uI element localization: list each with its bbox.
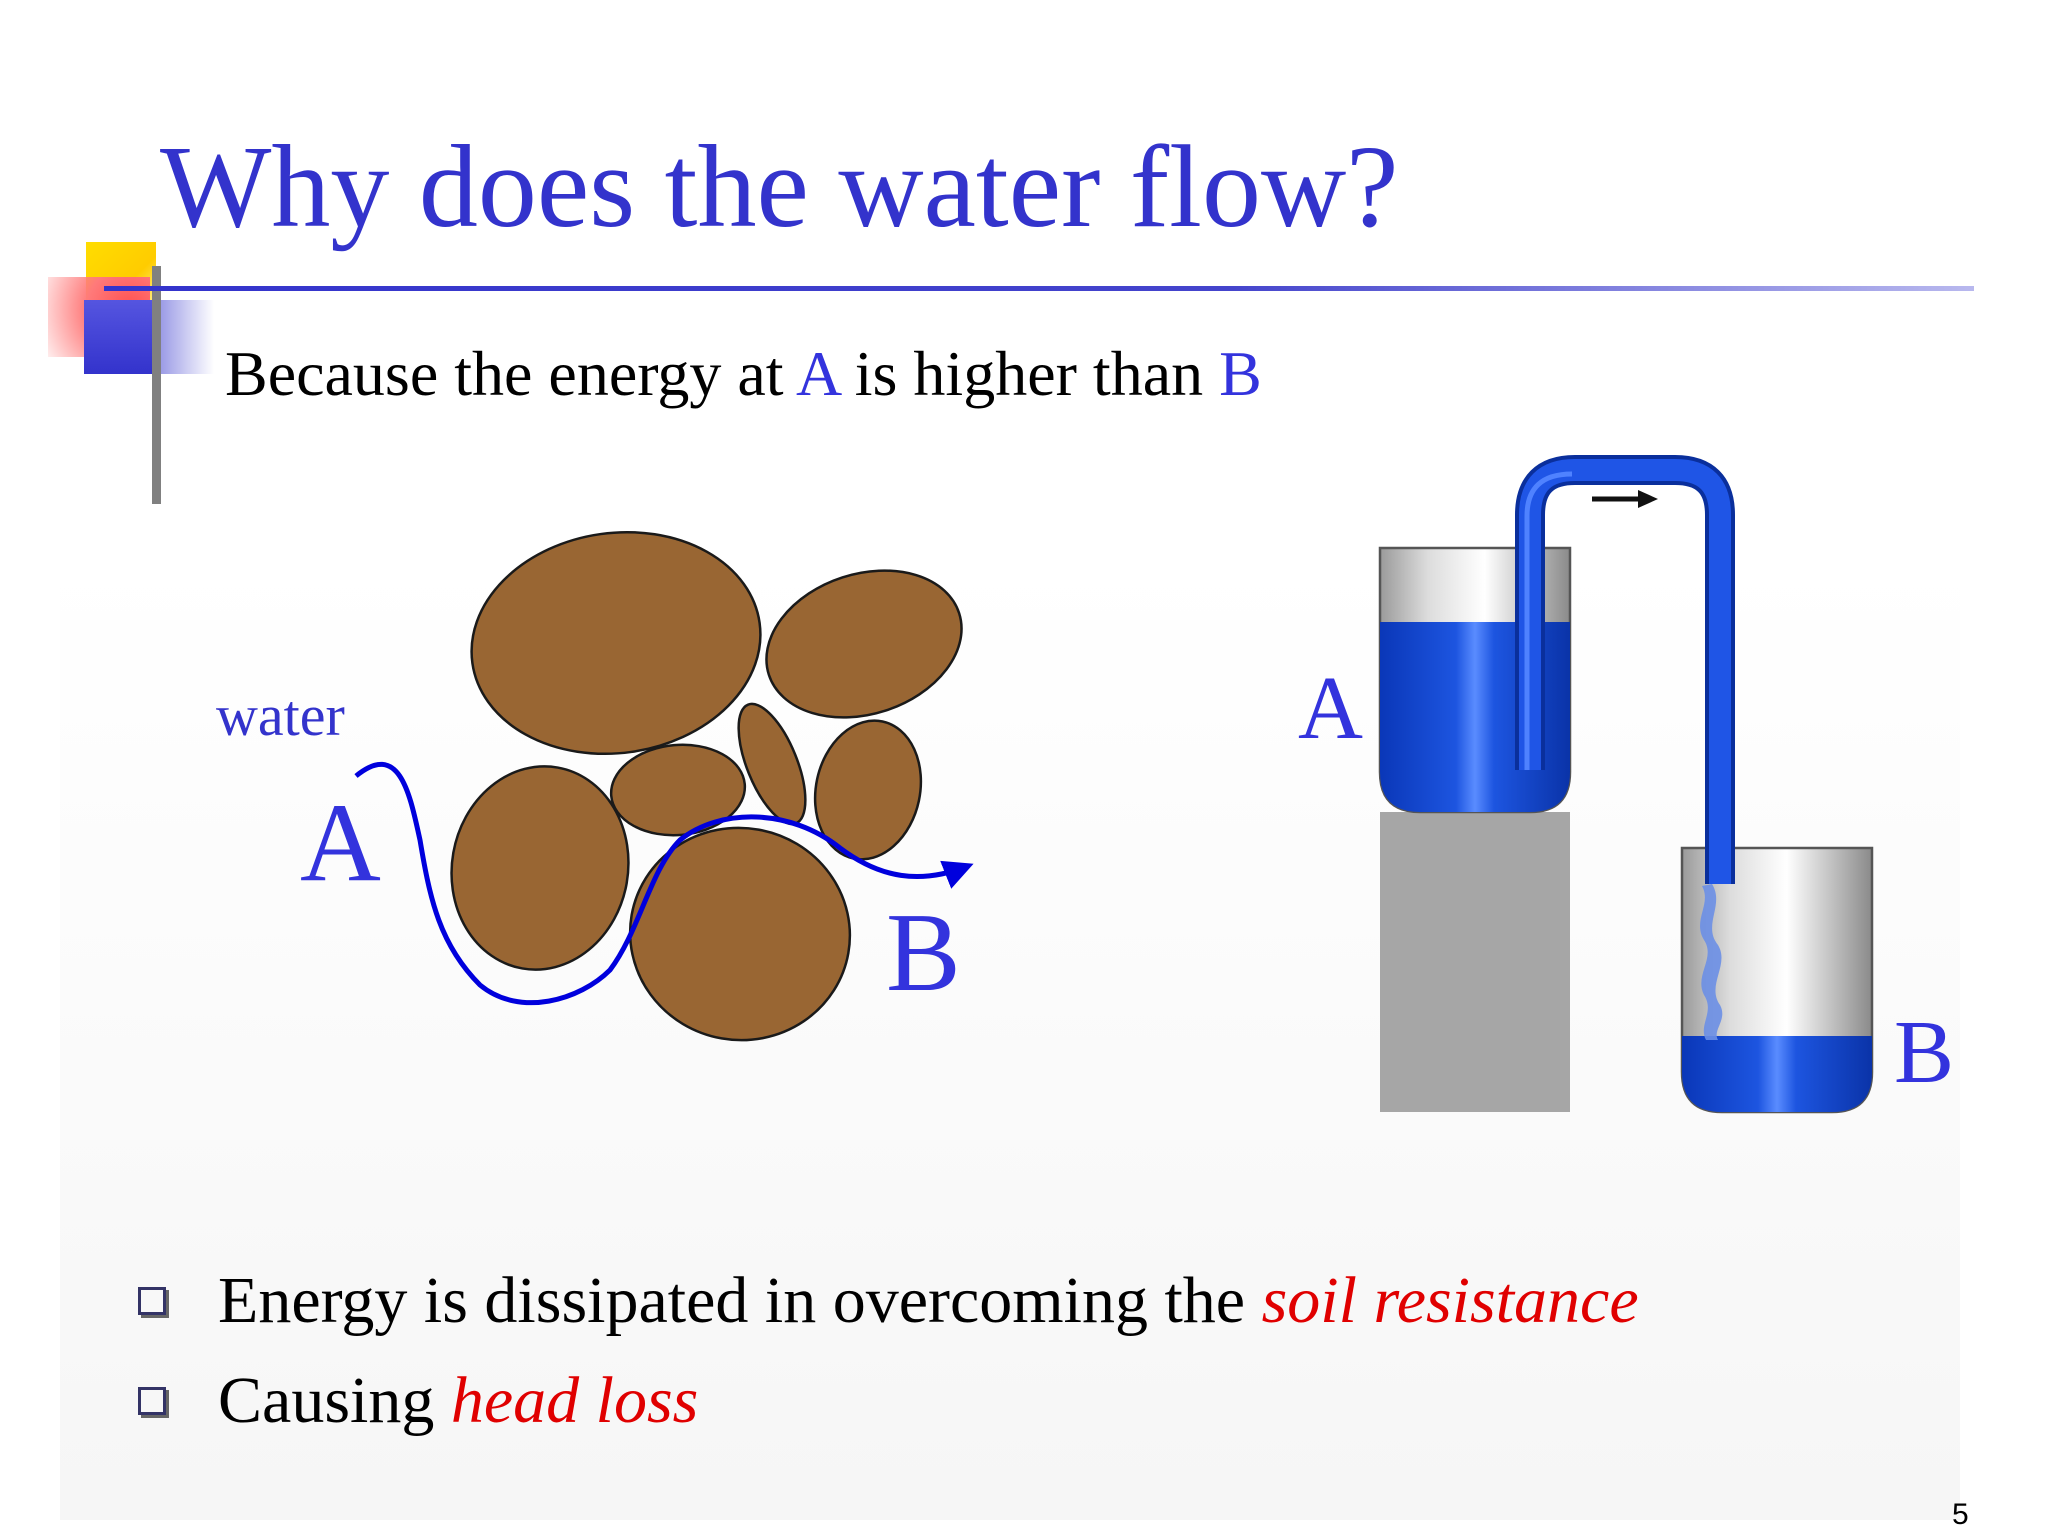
siphon-label-a: A	[1298, 659, 1363, 758]
water-flow-path	[354, 761, 974, 1006]
decoration-vertical-bar	[152, 266, 161, 504]
soil-particle	[765, 569, 963, 719]
soil-label-a: A	[300, 781, 381, 905]
subtitle-middle: is higher than	[838, 338, 1220, 409]
decoration-blue-fade	[154, 300, 214, 374]
bullet-emphasis: head loss	[450, 1364, 699, 1437]
soil-label-b: B	[886, 891, 961, 1015]
bullet-item: Energy is dissipated in overcoming the s…	[138, 1268, 1639, 1334]
beaker-stand	[1380, 812, 1570, 1112]
decoration-blue-square	[84, 300, 154, 374]
bullet-emphasis: soil resistance	[1261, 1264, 1639, 1337]
beaker-b	[1680, 846, 1874, 1114]
subtitle-prefix: Because the energy at	[225, 338, 797, 409]
checkbox-bullet-icon	[138, 1286, 166, 1315]
page-number: 5	[1952, 1498, 1969, 1531]
falling-water-stream	[1700, 884, 1723, 1040]
checkbox-bullet-icon	[138, 1386, 166, 1415]
siphon-diagram: A B	[1298, 455, 1954, 1114]
subtitle-point-b: B	[1219, 338, 1262, 409]
bullet-text: Energy is dissipated in overcoming the	[218, 1264, 1262, 1337]
soil-particle	[737, 702, 807, 826]
soil-particle-diagram: water A B	[216, 530, 974, 1042]
subtitle: Because the energy at A is higher than B	[225, 342, 1262, 406]
slide-title: Why does the water flow?	[160, 121, 1399, 252]
soil-particle	[813, 719, 923, 861]
soil-particle	[628, 826, 852, 1042]
title-underline	[104, 286, 1974, 291]
bullet-text: Causing	[218, 1364, 451, 1437]
siphon-tube-highlight	[1524, 471, 1573, 770]
soil-particle	[470, 530, 762, 756]
subtitle-point-a: A	[796, 338, 839, 409]
siphon-label-b: B	[1894, 1003, 1954, 1102]
bullet-item: Causing head loss	[138, 1368, 698, 1434]
flow-direction-arrow-icon	[1592, 490, 1658, 508]
slide-background-shade	[60, 560, 1960, 1520]
water-label: water	[216, 683, 345, 748]
soil-particle	[450, 765, 630, 971]
soil-particle	[609, 743, 747, 837]
